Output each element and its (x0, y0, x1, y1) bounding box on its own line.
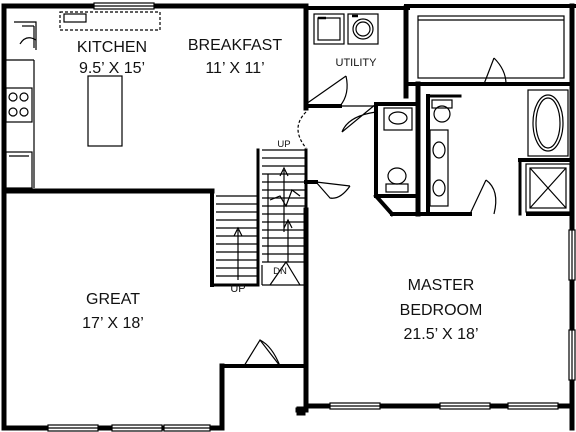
stairs-up-label-lower: UP (230, 283, 245, 295)
great-size: 17’ X 18’ (82, 315, 144, 332)
master-closet (417, 15, 565, 79)
doors (243, 57, 507, 367)
master-bath (429, 89, 571, 213)
master-name-line1: MASTER (408, 277, 475, 294)
room-labels: KITCHEN 9.5’ X 15’ BREAKFAST 11’ X 11’ U… (77, 37, 482, 343)
breakfast-size: 11’ X 11’ (205, 60, 264, 77)
utility-name: UTILITY (336, 57, 378, 69)
kitchen-size: 9.5’ X 15’ (79, 60, 145, 77)
master-name-line2: BEDROOM (400, 302, 483, 319)
kitchen-name: KITCHEN (77, 39, 147, 56)
windows (47, 2, 576, 432)
half-bath (383, 107, 413, 193)
stairs-up-label-upper: UP (277, 139, 290, 150)
master-size: 21.5’ X 18’ (403, 326, 478, 343)
kitchen-fixtures (4, 11, 161, 189)
stairs-down-label: DN (273, 266, 287, 277)
utility-fixtures (313, 13, 379, 45)
breakfast-name: BREAKFAST (188, 37, 282, 54)
great-name: GREAT (86, 291, 140, 308)
stairs (216, 149, 306, 286)
